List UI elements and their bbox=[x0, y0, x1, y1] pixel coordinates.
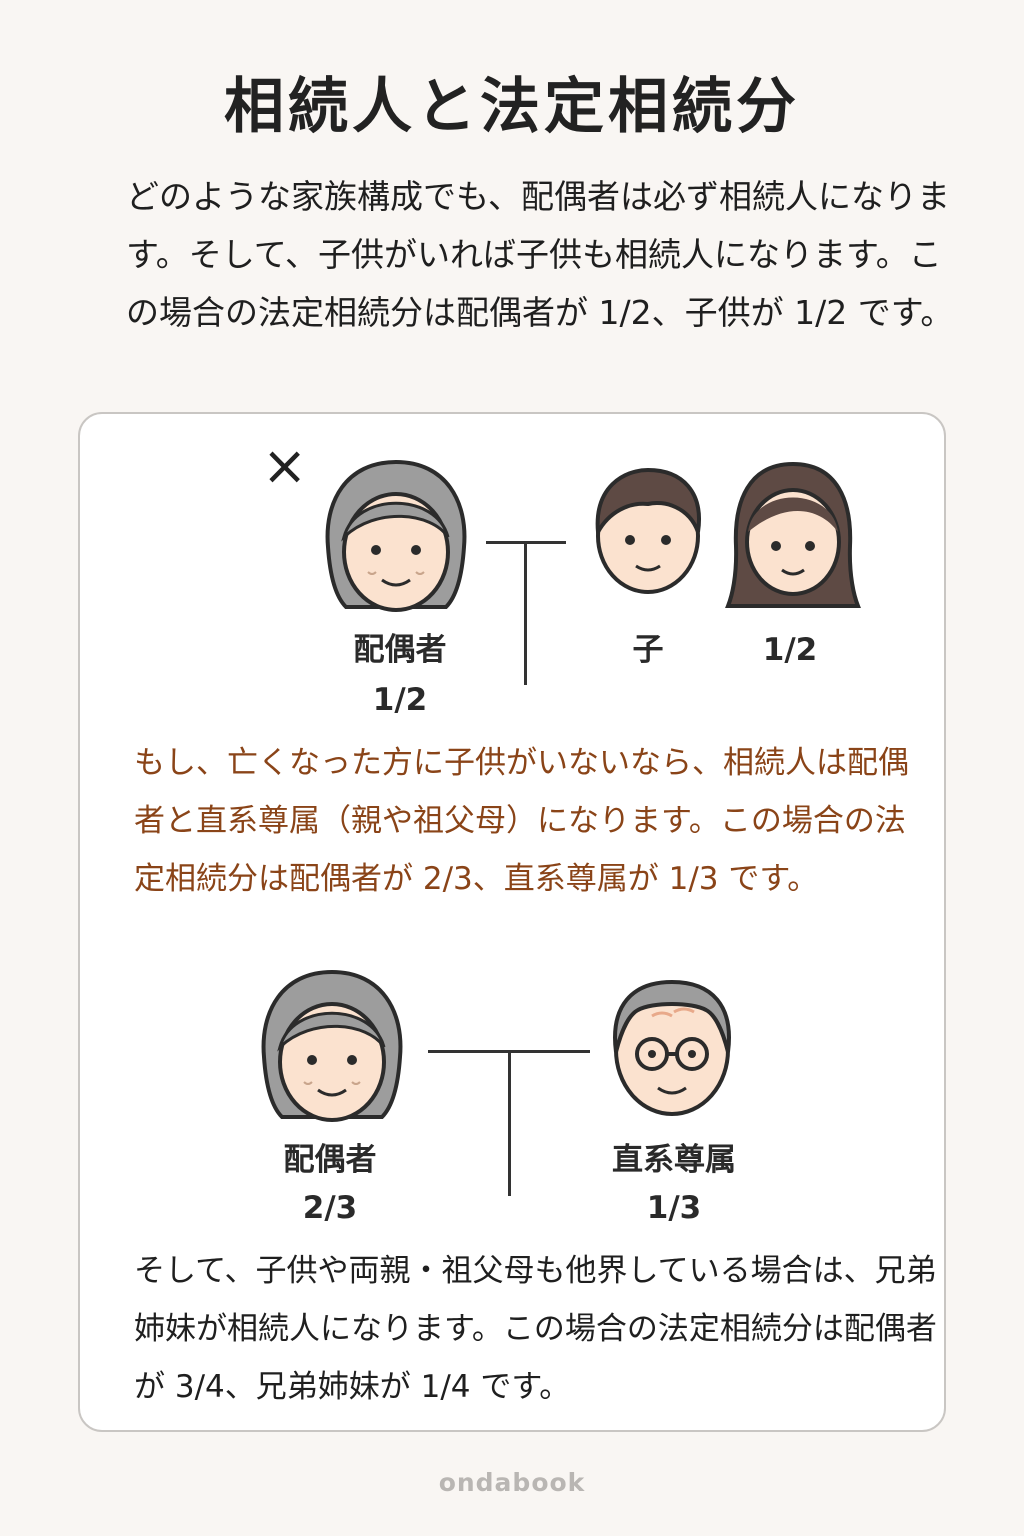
girl-icon bbox=[725, 461, 861, 608]
spouse-share-2: 2/3 bbox=[302, 1190, 358, 1226]
elderly-man-glasses-icon bbox=[613, 979, 731, 1116]
child-share: 1/2 bbox=[762, 632, 818, 668]
ascendant-label: 直系尊属 bbox=[612, 1142, 736, 1178]
elderly-woman-icon bbox=[261, 969, 403, 1122]
ascendant-share: 1/3 bbox=[646, 1190, 702, 1226]
deceased-mark: × bbox=[262, 434, 308, 497]
spouse-label-1: 配偶者 bbox=[353, 632, 447, 668]
intro-paragraph: どのような家族構成でも、配偶者は必ず相続人になります。そして、子供がいれば子供も… bbox=[126, 177, 954, 332]
no-children-paragraph: もし、亡くなった方に子供がいないなら、相続人は配偶者と直系尊属（親や祖父母）にな… bbox=[134, 745, 909, 897]
elderly-woman-icon bbox=[325, 459, 467, 612]
boy-icon bbox=[595, 467, 701, 594]
siblings-paragraph: そして、子供や両親・祖父母も他界している場合は、兄弟姉妹が相続人になります。この… bbox=[134, 1253, 937, 1405]
connector-vertical-1 bbox=[524, 541, 527, 685]
spouse-share-1: 1/2 bbox=[372, 682, 428, 718]
spouse-label-2: 配偶者 bbox=[283, 1142, 377, 1178]
connector-vertical-2 bbox=[508, 1050, 511, 1196]
page-title: 相続人と法定相続分 bbox=[224, 72, 800, 142]
brand-logo: ondabook bbox=[438, 1468, 586, 1497]
child-label: 子 bbox=[632, 632, 664, 668]
